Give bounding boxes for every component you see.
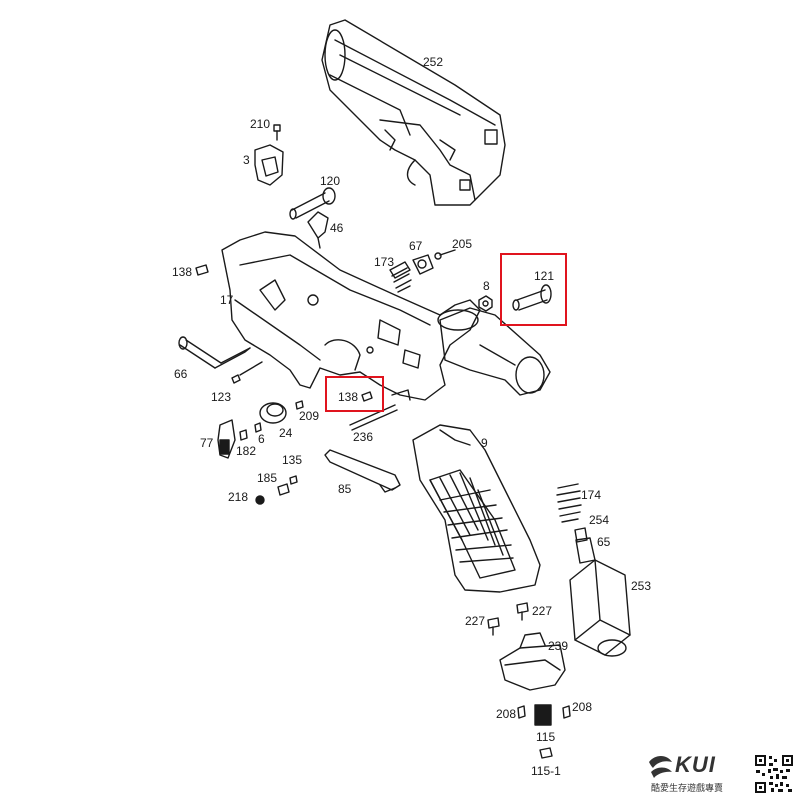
part-208-screw-left xyxy=(517,705,526,719)
part-253-motor xyxy=(569,559,631,657)
kui-logo-icon xyxy=(649,756,672,778)
label-part-253: 253 xyxy=(631,579,652,593)
qr-code-icon xyxy=(754,754,794,794)
part-210-screw xyxy=(273,124,281,141)
part-67-nut xyxy=(412,254,434,275)
label-part-138-lower: 138 xyxy=(338,390,359,404)
label-part-6: 6 xyxy=(258,432,265,446)
part-227-screw-right xyxy=(516,602,529,621)
part-138-screw-upper xyxy=(195,264,209,276)
part-209-screw xyxy=(295,400,304,410)
label-part-67: 67 xyxy=(409,239,423,253)
label-part-121: 121 xyxy=(534,269,555,283)
part-8-nut xyxy=(478,295,493,312)
label-part-239: 239 xyxy=(548,639,569,653)
part-218-screw xyxy=(255,495,265,505)
label-part-123: 123 xyxy=(211,390,232,404)
part-17-lower-receiver xyxy=(221,231,481,401)
part-227-screw-left xyxy=(487,617,500,636)
label-part-8: 8 xyxy=(483,279,490,293)
label-part-24: 24 xyxy=(279,426,293,440)
label-part-85: 85 xyxy=(338,482,352,496)
label-part-46: 46 xyxy=(330,221,344,235)
label-part-77: 77 xyxy=(200,436,214,450)
label-part-205: 205 xyxy=(452,237,473,251)
label-part-218: 218 xyxy=(228,490,249,504)
label-part-227-right: 227 xyxy=(532,604,553,618)
part-24-knob xyxy=(259,402,287,424)
highlight-box-121 xyxy=(500,253,567,326)
part-182-spring xyxy=(239,429,248,441)
part-6-pin xyxy=(254,422,262,433)
label-part-208-left: 208 xyxy=(496,707,517,721)
part-208-screw-right xyxy=(562,705,571,719)
part-123-spring xyxy=(231,361,263,384)
label-part-138-upper: 138 xyxy=(172,265,193,279)
label-part-227-left: 227 xyxy=(465,614,486,628)
part-77-selector xyxy=(217,419,236,459)
label-part-120: 120 xyxy=(320,174,341,188)
part-174-spring xyxy=(556,483,582,523)
label-part-210: 210 xyxy=(250,117,271,131)
brand-tagline: 酷愛生存遊戲專賣 xyxy=(651,783,724,793)
part-46-catch xyxy=(307,211,329,249)
label-part-254: 254 xyxy=(589,513,610,527)
label-part-65: 65 xyxy=(597,535,611,549)
label-part-236: 236 xyxy=(353,430,374,444)
gearbox-252 xyxy=(321,19,506,206)
part-205-pin xyxy=(434,249,456,260)
part-121-pin xyxy=(512,284,552,311)
label-part-115-1: 115-1 xyxy=(531,764,561,778)
label-part-135: 135 xyxy=(282,453,303,467)
label-part-173: 173 xyxy=(374,255,395,269)
part-115-spring xyxy=(534,704,552,726)
label-part-252: 252 xyxy=(423,55,444,69)
label-part-17: 17 xyxy=(220,293,234,307)
part-185-spring xyxy=(277,483,290,496)
label-part-3: 3 xyxy=(243,153,250,167)
part-135-screw xyxy=(289,475,298,485)
label-part-9: 9 xyxy=(481,436,488,450)
part-85-trigger-guard xyxy=(324,449,401,493)
label-part-208-right: 208 xyxy=(572,700,593,714)
part-254-pinion xyxy=(574,527,588,543)
label-part-66: 66 xyxy=(174,367,188,381)
part-138-screw-lower xyxy=(361,391,373,402)
part-9-grip xyxy=(412,424,541,593)
part-173-spring xyxy=(389,261,412,293)
part-236-pin xyxy=(349,389,411,431)
part-239-base-plate xyxy=(499,632,566,691)
label-part-174: 174 xyxy=(581,488,602,502)
label-part-115: 115 xyxy=(536,730,556,744)
part-66-pin xyxy=(178,336,251,369)
part-3-block xyxy=(254,144,284,186)
label-part-182: 182 xyxy=(236,444,257,458)
brand-wordmark: KUI xyxy=(675,752,716,777)
label-part-209: 209 xyxy=(299,409,320,423)
label-part-185: 185 xyxy=(257,471,278,485)
highlight-box-138 xyxy=(325,376,384,412)
part-115-1-cap xyxy=(539,747,553,759)
part-120-pin xyxy=(289,187,336,220)
buffer-tube xyxy=(437,307,551,396)
